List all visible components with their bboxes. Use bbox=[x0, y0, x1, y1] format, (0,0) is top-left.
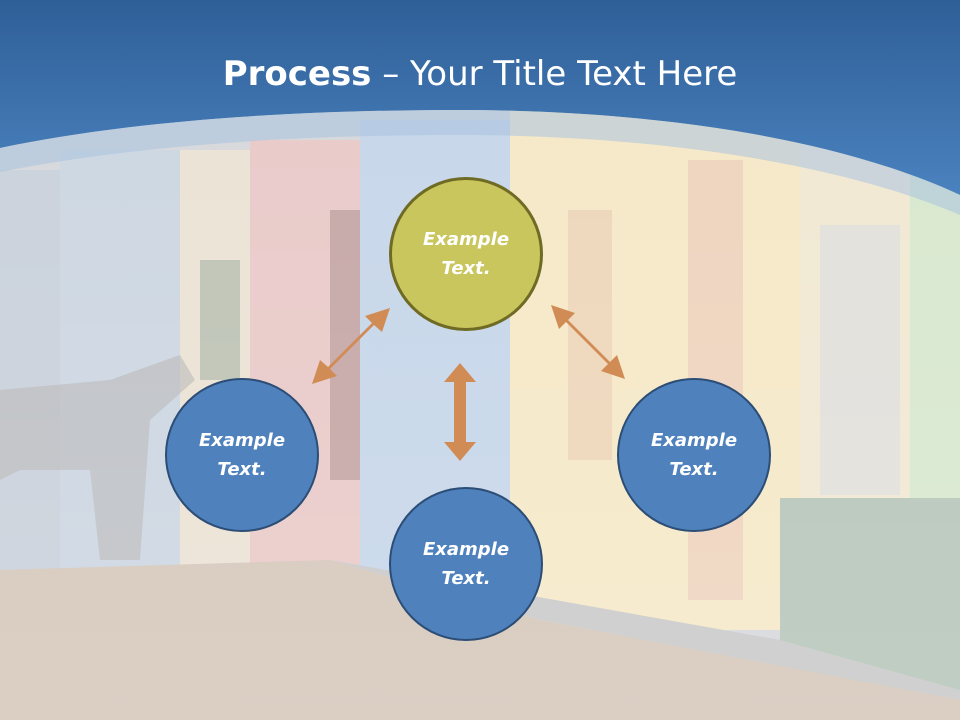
title-rest: – Your Title Text Here bbox=[371, 54, 738, 94]
node-bottom-label: Example Text. bbox=[422, 539, 510, 589]
slide-title: Process – Your Title Text Here bbox=[0, 52, 960, 96]
process-node-right[interactable]: Example Text. bbox=[617, 378, 771, 532]
process-node-bottom[interactable]: Example Text. bbox=[389, 487, 543, 641]
title-bold: Process bbox=[222, 54, 372, 94]
process-node-left[interactable]: Example Text. bbox=[165, 378, 319, 532]
node-left-label: Example Text. bbox=[198, 430, 286, 480]
process-node-top[interactable]: Example Text. bbox=[389, 177, 543, 331]
node-top-label: Example Text. bbox=[422, 229, 510, 279]
node-right-label: Example Text. bbox=[650, 430, 738, 480]
